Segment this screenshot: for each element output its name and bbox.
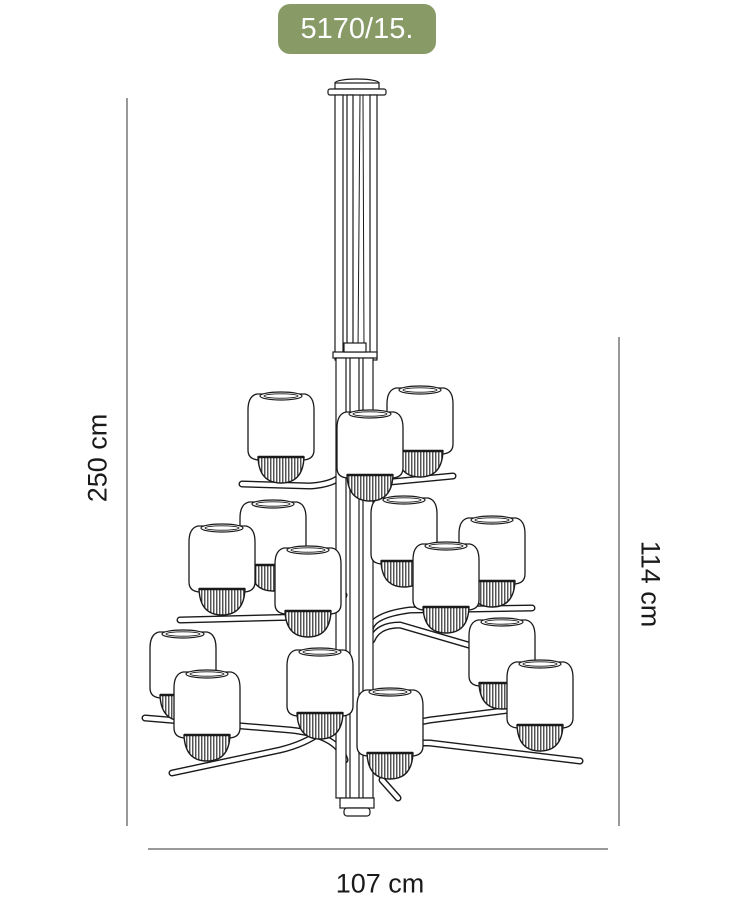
lamp-shade bbox=[188, 523, 256, 616]
product-code-badge: 5170/15. bbox=[278, 4, 436, 54]
lamp-shade bbox=[286, 647, 354, 740]
lamps bbox=[149, 385, 574, 780]
suspension-rods bbox=[334, 94, 378, 361]
ceiling-canopy bbox=[327, 78, 387, 96]
lamp-shade bbox=[173, 669, 241, 762]
lamp-shade bbox=[274, 545, 342, 638]
lamp-shade bbox=[412, 541, 480, 634]
lamp-shade bbox=[356, 687, 424, 780]
lamp-shade bbox=[506, 659, 574, 752]
width-label: 107 cm bbox=[335, 868, 425, 899]
lamp-shade bbox=[247, 391, 315, 484]
lamp-shade bbox=[336, 409, 404, 502]
